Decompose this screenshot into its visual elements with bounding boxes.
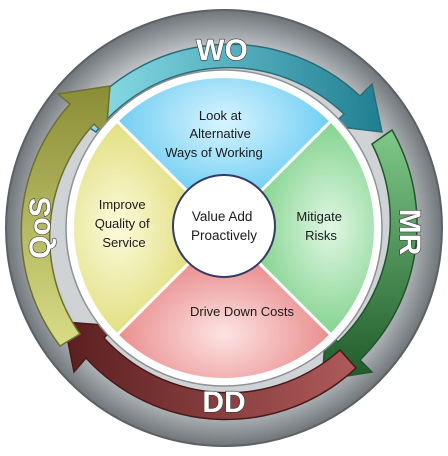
quadrant-right-line-1: Mitigate	[296, 209, 342, 224]
arrow-band-qos	[20, 85, 111, 347]
quadrant-top-line-1: Look at	[199, 108, 242, 123]
arrow-label-qos: QoS	[24, 197, 57, 259]
quadrant-top-text: Look at Alternative Ways of Working	[165, 108, 263, 160]
center-text: Value Add Proactively	[191, 209, 257, 243]
quadrant-bottom	[114, 225, 334, 381]
quadrant-top-line-2: Alternative	[189, 126, 250, 141]
quadrant-left-line-2: Quality of	[95, 216, 150, 231]
quadrant-right	[221, 118, 377, 338]
quadrant-left-line-3: Service	[102, 235, 145, 250]
quadrant-right-line-2: Risks	[305, 228, 337, 243]
quadrant-top-line-3: Ways of Working	[165, 145, 263, 160]
arrow-band-dd	[63, 321, 358, 421]
arrow-label-wo: WO	[196, 34, 248, 67]
quadrant-left-text: Improve Quality of Service	[95, 197, 154, 250]
quadrant-bottom-line-1: Drive Down Costs	[190, 304, 295, 319]
arrow-label-dd: DD	[202, 386, 245, 419]
quadrant-left	[71, 118, 227, 338]
quadrant-top	[114, 75, 334, 231]
quadrant-bottom-text: Drive Down Costs	[190, 304, 295, 319]
arrow-band-wo	[76, 43, 383, 134]
quadrant-left-line-1: Improve	[99, 197, 146, 212]
center-circle	[172, 174, 276, 278]
quadrant-right-text: Mitigate Risks	[296, 209, 345, 243]
center-line-1: Value Add	[192, 209, 253, 224]
arrow-label-mr: MR	[393, 209, 426, 256]
center-line-2: Proactively	[191, 228, 257, 243]
